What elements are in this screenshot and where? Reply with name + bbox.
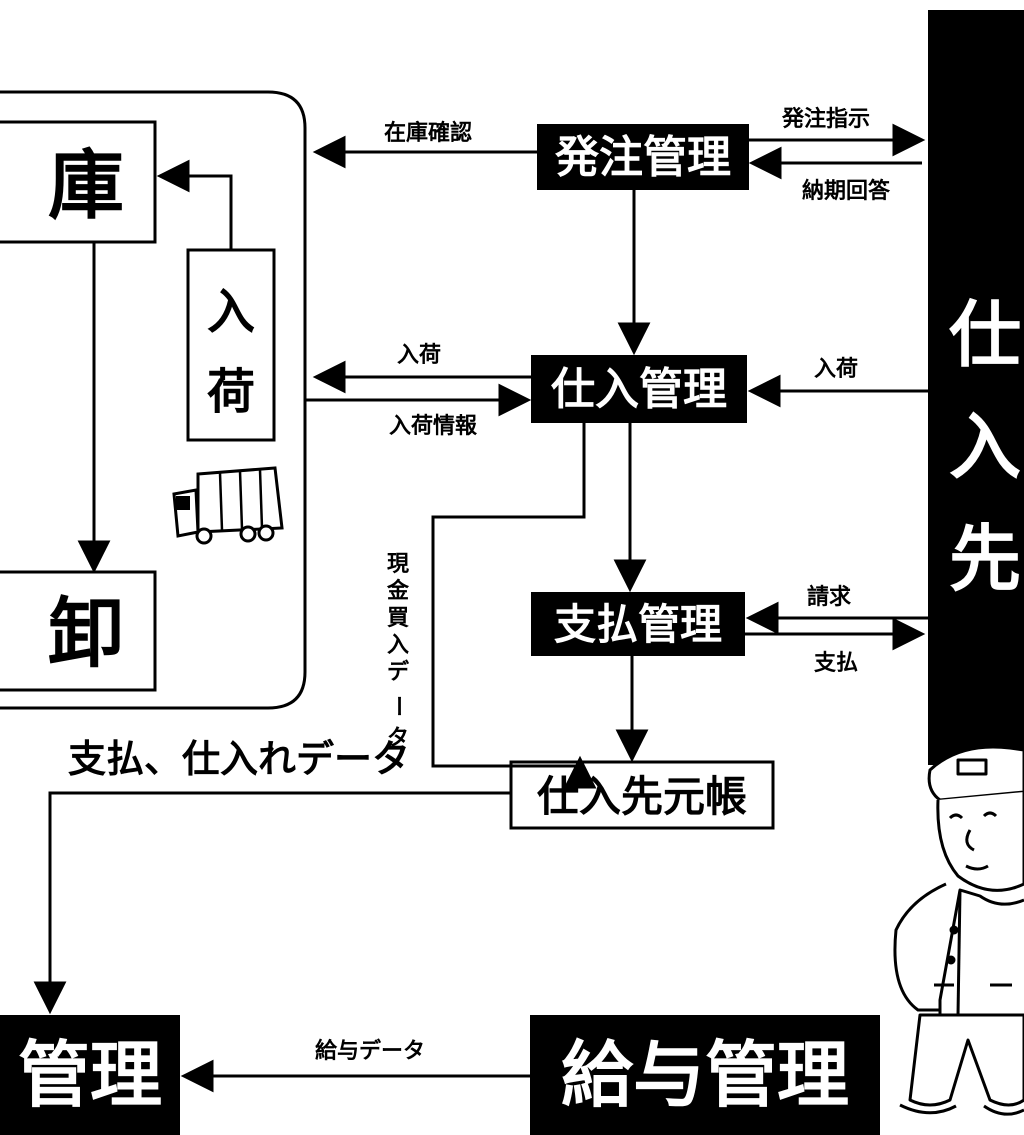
cash-data-char-3: 買 — [387, 606, 409, 631]
supplier-ledger-node: 仕入先元帳 — [509, 760, 775, 830]
order-mgmt-node: 発注管理 — [537, 124, 749, 190]
supplier-char-1: 仕 — [949, 293, 1021, 377]
arrow-cash-purchase-data — [431, 423, 597, 789]
wholesale-node: 卸 — [0, 570, 157, 692]
label-cash-purchase-data: 現 金 買 入 デ ー タ — [385, 552, 410, 751]
arrival-char-1: 入 — [207, 284, 255, 340]
label-salary-data: 給与データ — [315, 1038, 425, 1064]
cash-data-char-7: タ — [387, 726, 409, 751]
cash-data-char-6: ー — [385, 695, 410, 717]
wholesale-label: 卸 — [48, 589, 124, 678]
arrival-char-2: 荷 — [207, 364, 255, 420]
label-payment-purchase-data: 支払、仕入れデータ — [68, 737, 410, 781]
payroll-mgmt-node: 給与管理 — [530, 1015, 880, 1135]
arrival-node: 入 荷 — [186, 248, 276, 442]
cash-data-char-2: 金 — [386, 578, 410, 604]
supplier-char-3: 先 — [949, 517, 1021, 601]
payroll-mgmt-label: 給与管理 — [561, 1033, 849, 1117]
truck-icon — [172, 466, 284, 545]
management-node: 管理 — [0, 1015, 180, 1135]
supplier-char-2: 入 — [949, 405, 1021, 489]
worker-illustration — [893, 745, 1024, 1116]
label-arrival-info: 入荷情報 — [389, 413, 478, 439]
label-stock-check: 在庫確認 — [384, 120, 472, 146]
label-billing: 請求 — [807, 584, 851, 610]
supplier-ledger-label: 仕入先元帳 — [537, 772, 747, 821]
cash-data-char-4: 入 — [387, 633, 409, 658]
purchase-mgmt-node: 仕入管理 — [531, 355, 747, 423]
cash-data-char-5: デ — [387, 659, 410, 685]
label-arrival-left: 入荷 — [397, 343, 441, 368]
arrow-arrival-to-warehouse — [156, 159, 233, 250]
warehouse-label: 庫 — [48, 141, 124, 230]
label-delivery-answer: 納期回答 — [802, 178, 891, 204]
purchase-mgmt-label: 仕入管理 — [551, 364, 727, 415]
supplier-node: 仕 入 先 — [928, 10, 1024, 765]
payment-mgmt-label: 支払管理 — [554, 600, 722, 649]
label-arrival-right: 入荷 — [814, 357, 858, 382]
payment-mgmt-node: 支払管理 — [531, 592, 745, 656]
order-mgmt-label: 発注管理 — [554, 132, 731, 183]
label-order-instruction: 発注指示 — [781, 106, 870, 132]
arrow-ledger-to-management — [33, 791, 511, 1015]
warehouse-node: 庫 — [0, 120, 157, 244]
label-payment: 支払 — [814, 651, 858, 676]
cash-data-char-1: 現 — [387, 552, 409, 577]
management-label: 管理 — [18, 1033, 162, 1117]
